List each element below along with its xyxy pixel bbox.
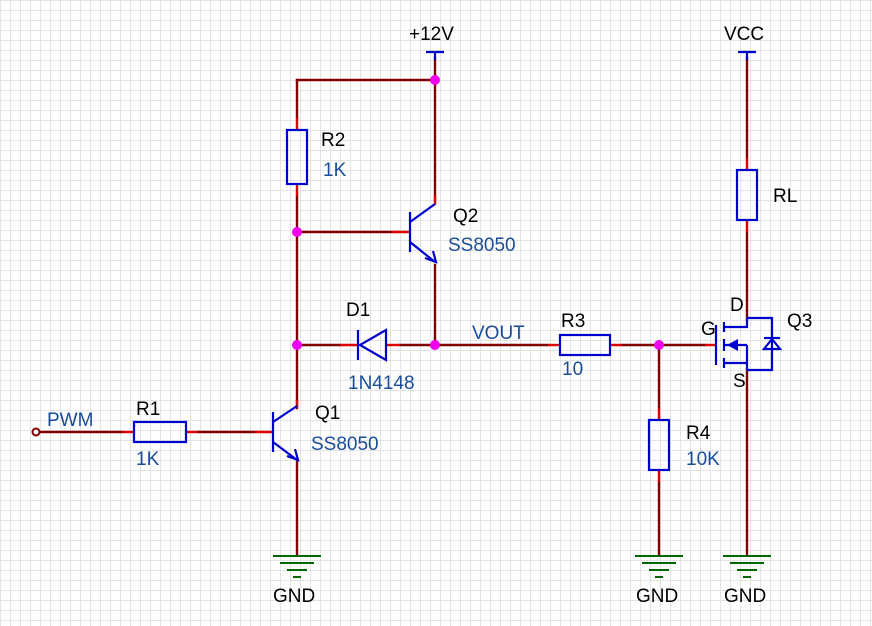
junction-dot	[292, 340, 302, 350]
junction-dot	[430, 75, 440, 85]
q3-body-diode-triangle	[761, 337, 783, 351]
q2-designator: Q2	[453, 206, 478, 227]
rl-designator: RL	[773, 186, 797, 207]
q2-value: SS8050	[448, 235, 516, 256]
ground-symbol-q3: GND	[723, 555, 771, 607]
q3-source-lead[interactable]	[724, 361, 749, 370]
resistor-r4[interactable]: R4 10K	[647, 418, 720, 472]
q2-collector-line[interactable]	[409, 203, 436, 223]
r4-designator: R4	[686, 423, 711, 444]
q1-designator: Q1	[315, 403, 340, 424]
mosfet-q3[interactable]: Q3 D G S	[701, 295, 812, 392]
r1-designator: R1	[136, 399, 160, 420]
resistor-rl[interactable]: RL	[735, 168, 797, 222]
r3-designator: R3	[561, 311, 585, 332]
r1-value: 1K	[136, 449, 160, 470]
q3-pin-g-label: G	[701, 319, 716, 340]
ground-symbol-q1: GND	[273, 555, 321, 607]
resistor-r2[interactable]: R2 1K	[285, 128, 347, 186]
resistor-r4-body[interactable]	[647, 418, 671, 472]
q3-designator: Q3	[787, 311, 812, 332]
junctions	[292, 75, 664, 350]
q1-value: SS8050	[311, 434, 379, 455]
junction-dot	[430, 340, 440, 350]
power-flag-plus12v: +12V	[409, 24, 454, 60]
transistor-q1[interactable]: Q1 SS8050	[271, 403, 379, 462]
r2-value: 1K	[323, 160, 347, 181]
q1-emitter-arrow	[286, 448, 300, 462]
q3-body-arrow	[727, 339, 738, 351]
vout-net-label: VOUT	[472, 323, 525, 344]
pwm-port-marker[interactable]	[31, 427, 41, 437]
r2-designator: R2	[321, 130, 345, 151]
q1-collector-line[interactable]	[272, 405, 298, 423]
diode-d1[interactable]: D1 1N4148	[346, 300, 415, 394]
power-flag-vcc: VCC	[724, 24, 764, 60]
resistor-rl-body[interactable]	[735, 168, 759, 222]
d1-designator: D1	[346, 300, 370, 321]
resistor-r3[interactable]: R3 10	[558, 311, 612, 380]
transistor-q2[interactable]: Q2 SS8050	[408, 203, 516, 264]
q3-drain-lead[interactable]	[724, 318, 749, 329]
junction-dot	[292, 227, 302, 237]
resistor-r2-body[interactable]	[285, 128, 309, 186]
pwm-label: PWM	[47, 410, 93, 431]
net-label-pwm: PWM	[31, 410, 93, 437]
diode-d1-triangle[interactable]	[357, 328, 388, 362]
gnd-label-r4: GND	[636, 586, 678, 607]
resistor-r1[interactable]: R1 1K	[132, 399, 188, 470]
q2-emitter-line[interactable]	[409, 241, 436, 263]
q3-body-diode-rail[interactable]	[747, 316, 774, 372]
wires	[34, 56, 749, 557]
gnd-label-q1: GND	[273, 586, 315, 607]
r3-value: 10	[562, 359, 583, 380]
plus12v-label: +12V	[409, 24, 454, 45]
resistor-r3-body[interactable]	[558, 333, 612, 357]
resistor-r1-body[interactable]	[132, 420, 188, 444]
r4-value: 10K	[686, 449, 720, 470]
junction-dot	[654, 340, 664, 350]
q3-pin-d-label: D	[730, 295, 744, 316]
pin-stubs	[122, 118, 749, 482]
d1-value: 1N4148	[348, 373, 415, 394]
vcc-label: VCC	[724, 24, 764, 45]
ground-symbol-r4: GND	[635, 555, 683, 607]
q1-emitter-line[interactable]	[272, 441, 298, 461]
gnd-label-q3: GND	[724, 586, 766, 607]
q2-emitter-arrow	[424, 250, 438, 264]
q3-pin-s-label: S	[733, 371, 746, 392]
